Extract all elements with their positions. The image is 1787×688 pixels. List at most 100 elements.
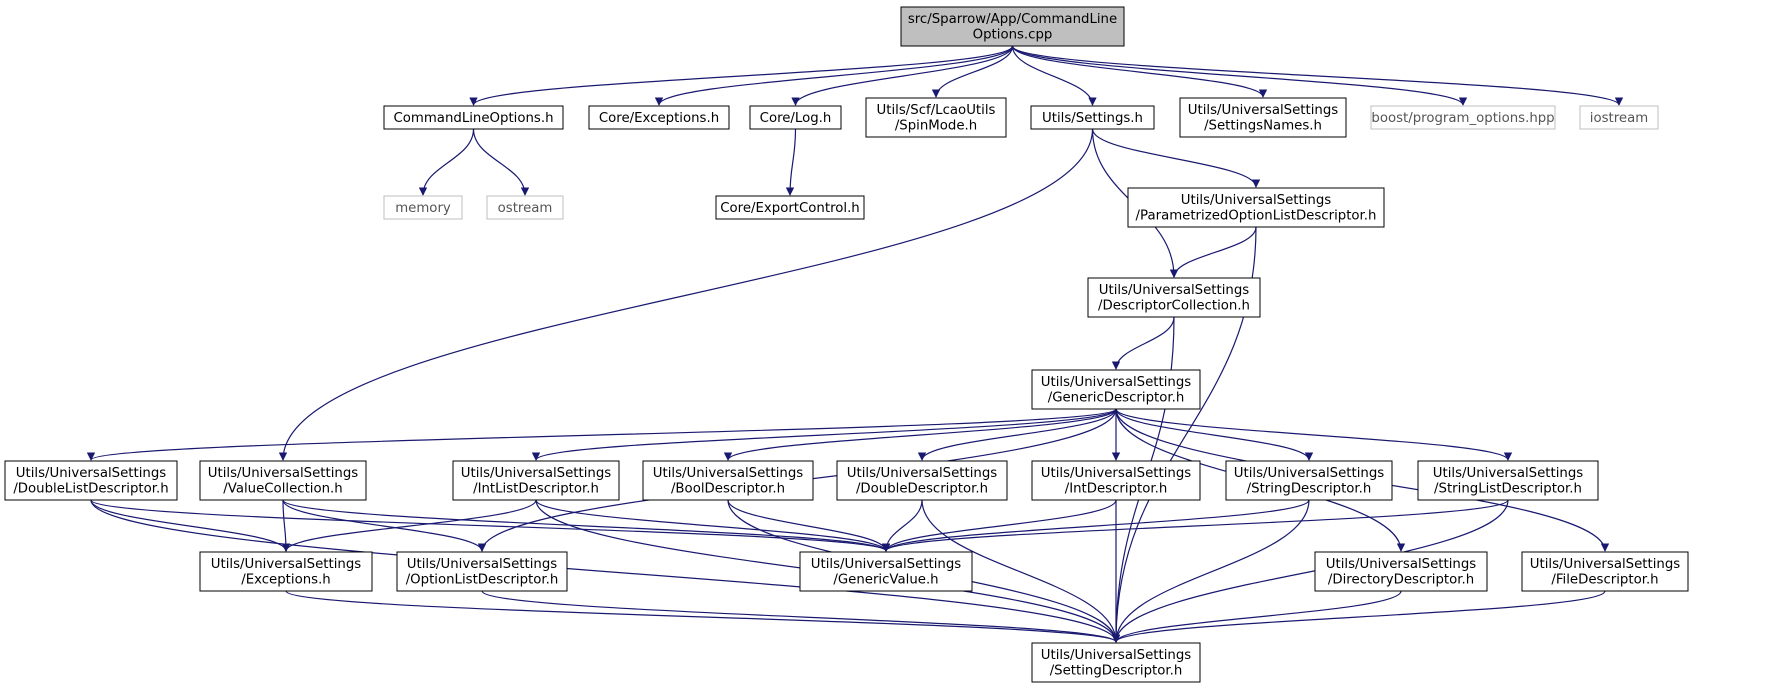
node-dbldesc-label-0: Utils/UniversalSettings <box>847 466 997 481</box>
node-strdesc-box <box>1225 460 1393 501</box>
node-intlist-label-1: /IntListDescriptor.h <box>473 482 599 497</box>
node-gendesc-label-1: /GenericDescriptor.h <box>1048 391 1185 406</box>
edge-dbldesc-to-settdesc <box>921 499 1121 643</box>
edge-strlist-to-settdesc <box>1111 499 1509 643</box>
node-exportctl[interactable]: Core/ExportControl.h <box>715 195 865 220</box>
node-boostpo-label-0: boost/program_options.hpp <box>1371 111 1554 126</box>
node-desccoll[interactable]: Utils/UniversalSettings/DescriptorCollec… <box>1087 277 1261 318</box>
node-boostpo-box <box>1370 105 1556 130</box>
node-root-label-0: src/Sparrow/App/CommandLine <box>908 12 1117 27</box>
node-intlist[interactable]: Utils/UniversalSettings/IntListDescripto… <box>452 460 620 501</box>
node-settnames-box <box>1179 97 1347 138</box>
edge-valcoll-to-optlist <box>282 499 487 552</box>
node-settnames[interactable]: Utils/UniversalSettings/SettingsNames.h <box>1179 97 1347 138</box>
node-cmdopt-label-0: CommandLineOptions.h <box>393 111 553 126</box>
node-paramopt[interactable]: Utils/UniversalSettings/ParametrizedOpti… <box>1127 187 1385 228</box>
node-gendesc[interactable]: Utils/UniversalSettings/GenericDescripto… <box>1031 369 1201 410</box>
node-dbllist[interactable]: Utils/UniversalSettings/DoubleListDescri… <box>4 460 178 501</box>
node-strlist-label-0: Utils/UniversalSettings <box>1433 466 1583 481</box>
node-corelog[interactable]: Core/Log.h <box>749 105 842 130</box>
node-cmdopt[interactable]: CommandLineOptions.h <box>383 105 564 130</box>
node-dbldesc[interactable]: Utils/UniversalSettings/DoubleDescriptor… <box>836 460 1008 501</box>
node-booldesc[interactable]: Utils/UniversalSettings/BoolDescriptor.h <box>642 460 814 501</box>
node-coreexc-box <box>588 105 730 130</box>
node-dbllist-box <box>4 460 178 501</box>
node-exportctl-label-0: Core/ExportControl.h <box>720 201 860 216</box>
node-optlist[interactable]: Utils/UniversalSettings/OptionListDescri… <box>396 551 568 592</box>
edge-dirdesc-to-settdesc <box>1111 590 1402 643</box>
node-genval[interactable]: Utils/UniversalSettings/GenericValue.h <box>799 551 973 592</box>
node-filedesc-label-0: Utils/UniversalSettings <box>1530 557 1680 572</box>
node-coreexc-label-0: Core/Exceptions.h <box>599 111 719 126</box>
node-iostream: iostream <box>1579 105 1659 130</box>
edge-root-to-cmdopt <box>469 45 1014 106</box>
node-exportctl-box <box>715 195 865 220</box>
node-dbllist-label-0: Utils/UniversalSettings <box>16 466 166 481</box>
edge-optlist-to-settdesc <box>481 590 1120 643</box>
node-booldesc-label-0: Utils/UniversalSettings <box>653 466 803 481</box>
node-paramopt-label-1: /ParametrizedOptionListDescriptor.h <box>1136 209 1377 224</box>
edge-gendesc-to-strlist <box>1115 408 1513 461</box>
node-filedesc-label-1: /FileDescriptor.h <box>1551 573 1658 588</box>
node-coreexc[interactable]: Core/Exceptions.h <box>588 105 730 130</box>
node-booldesc-box <box>642 460 814 501</box>
edge-paramopt-to-desccoll <box>1169 226 1257 278</box>
edge-cmdopt-to-memory <box>418 128 475 196</box>
node-intdesc[interactable]: Utils/UniversalSettings/IntDescriptor.h <box>1031 460 1201 501</box>
node-filedesc-box <box>1521 551 1689 592</box>
edge-settings-to-paramopt <box>1091 128 1261 188</box>
edge-usexc-to-settdesc <box>285 590 1120 643</box>
edge-gendesc-to-strdesc <box>1115 408 1314 461</box>
edge-dbllist-to-genval <box>90 499 890 552</box>
node-valcoll[interactable]: Utils/UniversalSettings/ValueCollection.… <box>199 460 367 501</box>
node-filedesc[interactable]: Utils/UniversalSettings/FileDescriptor.h <box>1521 551 1689 592</box>
node-spinmode-box <box>865 97 1007 138</box>
node-root[interactable]: src/Sparrow/App/CommandLineOptions.cpp <box>900 6 1125 47</box>
node-memory-label-0: memory <box>395 201 451 216</box>
node-dirdesc-label-0: Utils/UniversalSettings <box>1326 557 1476 572</box>
node-usexc[interactable]: Utils/UniversalSettings/Exceptions.h <box>199 551 373 592</box>
node-desccoll-label-0: Utils/UniversalSettings <box>1099 283 1249 298</box>
node-dbldesc-label-1: /DoubleDescriptor.h <box>856 482 988 497</box>
edge-root-to-iostream <box>1011 45 1624 106</box>
edge-filedesc-to-settdesc <box>1111 590 1606 643</box>
node-root-box <box>900 6 1125 47</box>
node-strlist-label-1: /StringListDescriptor.h <box>1434 482 1582 497</box>
edge-gendesc-to-dbldesc <box>917 408 1117 461</box>
node-usexc-label-1: /Exceptions.h <box>241 573 331 588</box>
node-corelog-box <box>749 105 842 130</box>
node-optlist-label-0: Utils/UniversalSettings <box>407 557 557 572</box>
node-dbldesc-box <box>836 460 1008 501</box>
node-strdesc[interactable]: Utils/UniversalSettings/StringDescriptor… <box>1225 460 1393 501</box>
node-iostream-label-0: iostream <box>1590 111 1648 126</box>
edge-valcoll-to-genval <box>282 499 890 552</box>
node-settings[interactable]: Utils/Settings.h <box>1030 105 1155 130</box>
node-valcoll-label-0: Utils/UniversalSettings <box>208 466 358 481</box>
node-strlist-box <box>1417 460 1599 501</box>
edge-root-to-boostpo <box>1011 45 1468 106</box>
node-optlist-box <box>396 551 568 592</box>
edge-corelog-to-exportctl <box>785 128 797 196</box>
nodes-layer: src/Sparrow/App/CommandLineOptions.cppCo… <box>4 6 1689 683</box>
node-memory: memory <box>383 195 463 220</box>
node-booldesc-label-1: /BoolDescriptor.h <box>671 482 785 497</box>
node-strlist[interactable]: Utils/UniversalSettings/StringListDescri… <box>1417 460 1599 501</box>
node-corelog-label-0: Core/Log.h <box>760 111 832 126</box>
edge-root-to-spinmode <box>931 45 1014 98</box>
node-intdesc-label-1: /IntDescriptor.h <box>1065 482 1168 497</box>
node-settdesc-label-0: Utils/UniversalSettings <box>1041 648 1191 663</box>
node-dirdesc[interactable]: Utils/UniversalSettings/DirectoryDescrip… <box>1314 551 1488 592</box>
node-spinmode[interactable]: Utils/Scf/LcaoUtils/SpinMode.h <box>865 97 1007 138</box>
edge-root-to-settings <box>1011 45 1097 106</box>
node-valcoll-box <box>199 460 367 501</box>
edge-gendesc-to-booldesc <box>723 408 1117 461</box>
edge-root-to-coreexc <box>654 45 1014 106</box>
node-intlist-label-0: Utils/UniversalSettings <box>461 466 611 481</box>
node-gendesc-box <box>1031 369 1201 410</box>
node-desccoll-box <box>1087 277 1261 318</box>
edge-desccoll-to-gendesc <box>1111 316 1175 370</box>
edge-settings-to-valcoll <box>278 128 1094 461</box>
node-intdesc-box <box>1031 460 1201 501</box>
node-boostpo: boost/program_options.hpp <box>1370 105 1556 130</box>
node-settdesc[interactable]: Utils/UniversalSettings/SettingDescripto… <box>1031 642 1201 683</box>
